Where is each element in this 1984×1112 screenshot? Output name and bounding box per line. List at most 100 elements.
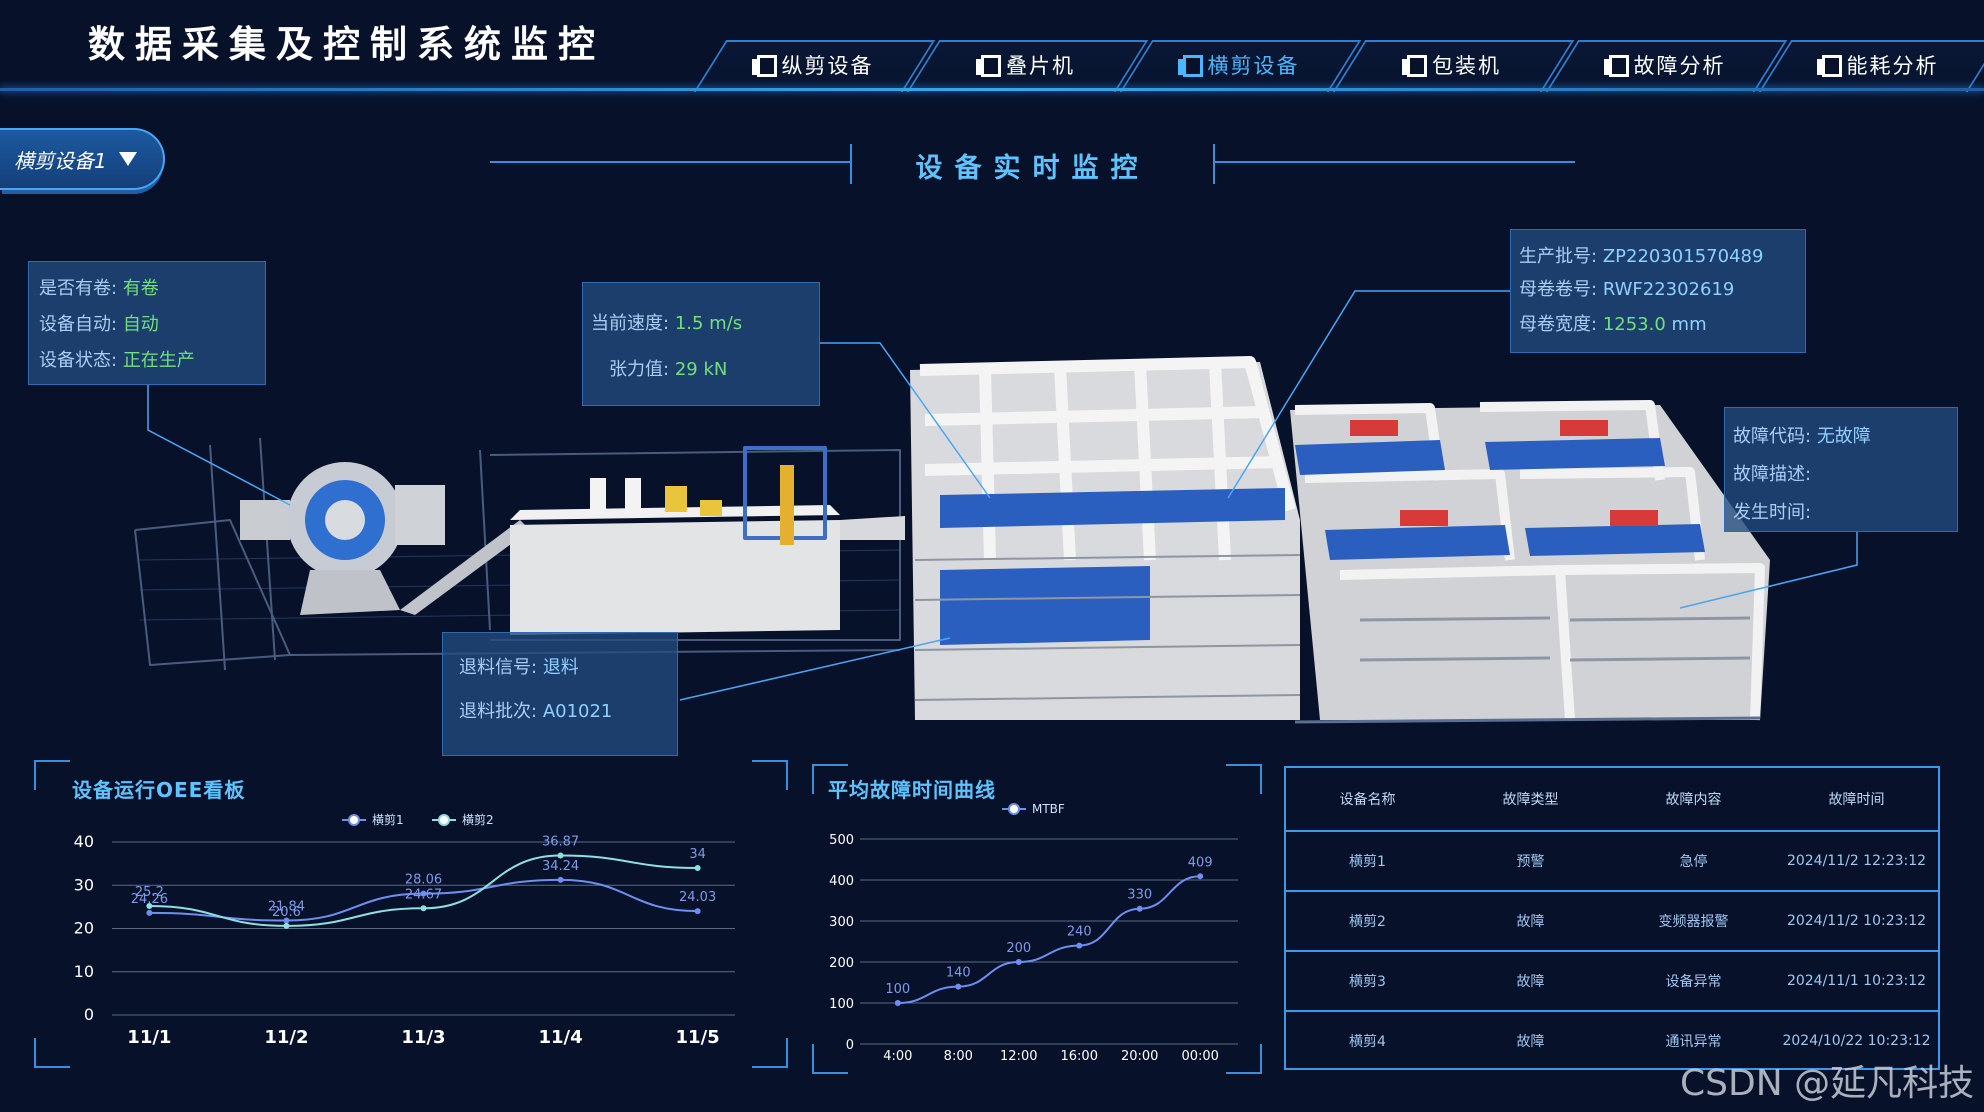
data-label: 34.24	[542, 859, 579, 874]
y-tick-label: 30	[74, 875, 94, 894]
oee-chart-title: 设备运行OEE看板	[72, 778, 246, 802]
data-label: 28.06	[405, 873, 442, 888]
data-point	[557, 876, 564, 883]
table-header: 故障时间	[1828, 792, 1885, 808]
y-tick-label: 0	[84, 1005, 94, 1024]
table-header: 设备名称	[1339, 792, 1396, 808]
data-point	[420, 890, 427, 897]
x-tick-label: 11/3	[401, 1027, 445, 1048]
chevron-down-icon	[118, 152, 137, 166]
document-icon	[1816, 55, 1842, 77]
y-tick-label: 100	[829, 997, 854, 1012]
series-line	[897, 875, 1201, 1004]
data-label: 200	[1006, 941, 1031, 956]
data-point	[420, 905, 427, 912]
x-tick-label: 11/4	[538, 1027, 582, 1048]
data-label: 409	[1188, 855, 1213, 870]
unload-panel: 退料信号: 退料 退料批次: A01021	[442, 632, 678, 756]
y-tick-label: 40	[74, 832, 94, 851]
tab-energy-analysis[interactable]: 能耗分析	[1775, 40, 1980, 90]
table-row[interactable]: 横剪1 预警 急停 2024/11/2 12:23:12	[1286, 832, 1938, 892]
y-tick-label: 10	[74, 962, 94, 981]
x-tick-label: 11/5	[676, 1027, 720, 1048]
x-tick-label: 00:00	[1181, 1049, 1218, 1064]
document-icon	[1603, 55, 1629, 77]
document-icon	[1402, 55, 1427, 77]
data-label: 34	[689, 847, 706, 862]
legend-swatch	[348, 814, 360, 826]
y-tick-label: 200	[829, 956, 854, 971]
tab-fault-analysis[interactable]: 故障分析	[1562, 40, 1767, 90]
document-icon	[751, 55, 777, 77]
data-label: 25.2	[135, 885, 164, 900]
nav-tabs: 纵剪设备 叠片机 横剪设备 包装机 故障分析 能耗分析	[680, 40, 1984, 90]
legend-swatch	[438, 814, 450, 826]
table-row[interactable]: 横剪3 故障 设备异常 2024/11/1 10:23:12	[1286, 952, 1938, 1012]
data-label: 240	[1067, 925, 1092, 940]
section-header: 设备实时监控	[490, 140, 1575, 186]
y-tick-label: 300	[829, 915, 854, 930]
header-divider	[0, 88, 1984, 91]
legend-swatch	[1008, 803, 1020, 815]
section-title: 设备实时监控	[915, 153, 1150, 184]
app-title: 数据采集及控制系统监控	[88, 23, 605, 66]
coil-status-panel: 是否有卷: 有卷 设备自动: 自动 设备状态: 正在生产	[28, 261, 266, 385]
data-label: 24.67	[405, 887, 442, 902]
tab-packaging[interactable]: 包装机	[1349, 40, 1554, 90]
fault-table: 设备名称 故障类型 故障内容 故障时间 横剪1 预警 急停 2024/11/2 …	[1284, 766, 1940, 1070]
data-point	[146, 903, 153, 910]
data-label: 140	[946, 966, 971, 981]
data-label: 24.26	[131, 892, 168, 907]
data-point	[894, 1000, 901, 1006]
data-point	[283, 922, 290, 929]
device-select-value: 横剪设备1	[14, 148, 107, 173]
y-tick-label: 20	[74, 919, 94, 938]
x-tick-label: 11/2	[264, 1027, 308, 1048]
tab-stacking[interactable]: 叠片机	[923, 40, 1128, 90]
y-tick-label: 0	[846, 1038, 854, 1053]
data-point	[1136, 905, 1143, 912]
data-point	[557, 852, 564, 859]
device-select[interactable]: 横剪设备1	[0, 128, 165, 190]
data-label: 24.03	[679, 890, 716, 905]
header: 数据采集及控制系统监控 纵剪设备 叠片机 横剪设备 包装机 故障分析 能耗分析	[0, 0, 1984, 95]
fault-panel: 故障代码: 无故障 故障描述: 发生时间:	[1724, 407, 1958, 532]
data-point	[694, 864, 701, 871]
table-row[interactable]: 横剪4 故障 通讯异常 2024/10/22 10:23:12	[1349, 1033, 1931, 1050]
data-point	[146, 909, 153, 916]
x-tick-label: 11/1	[127, 1027, 171, 1048]
data-label: 21.84	[268, 900, 305, 915]
x-tick-label: 4:00	[883, 1049, 912, 1064]
batch-panel: 生产批号: ZP220301570489 母卷卷号: RWF22302619 母…	[1510, 229, 1806, 353]
data-label: 100	[885, 982, 910, 997]
data-point	[283, 917, 290, 924]
tab-cross-cutting[interactable]: 横剪设备	[1136, 40, 1341, 90]
data-point	[694, 908, 701, 915]
table-header: 故障内容	[1665, 792, 1722, 808]
data-point	[1197, 873, 1204, 880]
data-label: 36.87	[542, 835, 579, 850]
table-header: 故障类型	[1502, 792, 1559, 808]
x-tick-label: 20:00	[1121, 1049, 1158, 1064]
x-tick-label: 16:00	[1061, 1049, 1098, 1064]
x-tick-label: 12:00	[1000, 1049, 1037, 1064]
legend-label: MTBF	[1032, 802, 1065, 816]
data-label: 330	[1127, 888, 1152, 903]
mtbf-chart-title: 平均故障时间曲线	[828, 778, 996, 802]
data-point	[955, 983, 962, 990]
legend-label: 横剪2	[462, 812, 494, 827]
table-header-row: 设备名称 故障类型 故障内容 故障时间	[1286, 768, 1938, 832]
table-row[interactable]: 横剪2 故障 变频器报警 2024/11/2 10:23:12	[1286, 892, 1938, 952]
speed-panel: 当前速度: 1.5 m/s 张力值: 29 kN	[582, 282, 820, 406]
data-point	[1076, 942, 1083, 949]
tab-slitting[interactable]: 纵剪设备	[710, 40, 915, 90]
data-label: 20.6	[272, 905, 301, 920]
legend-label: 横剪1	[372, 812, 404, 827]
document-icon	[1177, 55, 1203, 77]
machine-illustration	[134, 356, 1770, 724]
data-point	[1015, 959, 1022, 965]
y-tick-label: 400	[829, 874, 854, 889]
x-tick-label: 8:00	[944, 1049, 973, 1064]
document-icon	[976, 55, 1001, 77]
